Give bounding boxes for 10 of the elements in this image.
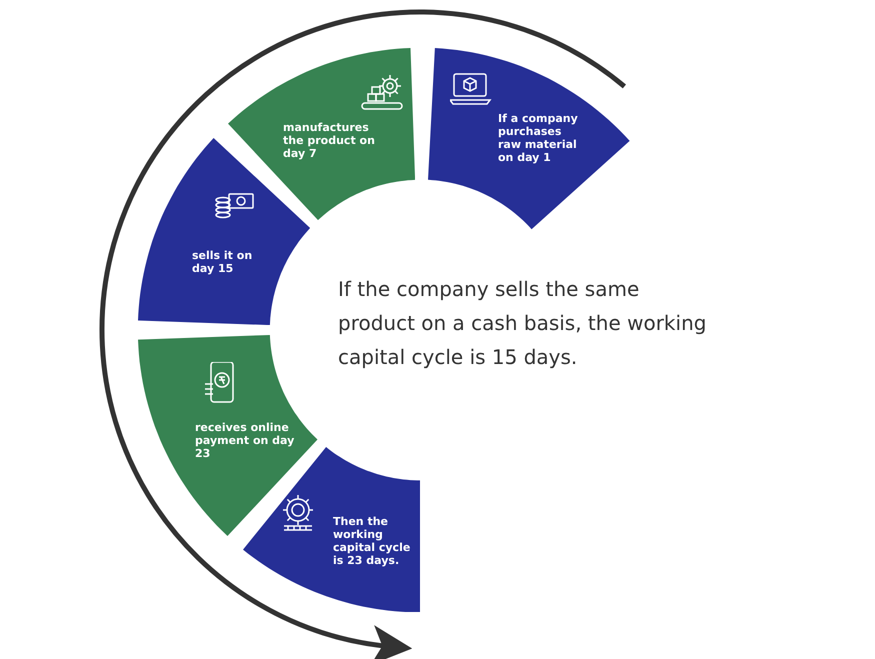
step-text: Then the working capital cycle is 23 days. — [332, 514, 411, 567]
step-text: If a company purchases raw material on day 1 — [498, 112, 579, 164]
ring-segment — [242, 446, 420, 612]
step-text: sells it on day 15 — [192, 248, 254, 275]
summary-text: If the company sells the same product on a cash basis, the working capital cycle is 15 days. — [338, 276, 708, 371]
ring-segment — [428, 48, 630, 230]
ring-segment — [138, 335, 318, 536]
step-text: manufactures the product on day 7 — [282, 120, 376, 160]
step-text: receives online payment on day 23 — [194, 420, 295, 460]
ring-segment — [228, 48, 415, 220]
